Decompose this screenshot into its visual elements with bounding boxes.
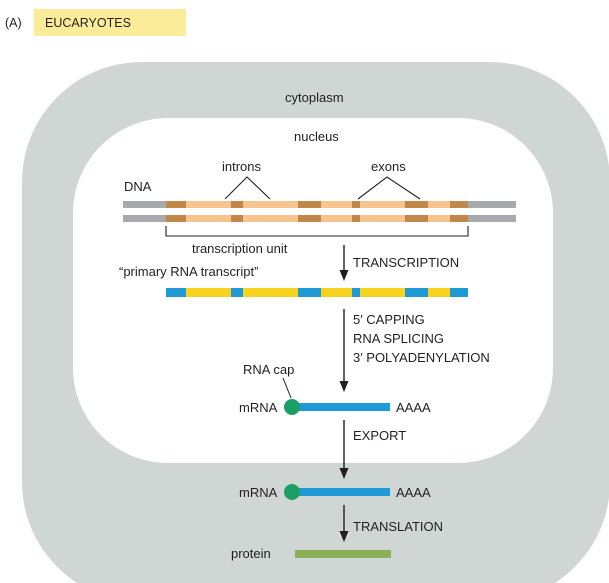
dna-exon: [405, 201, 428, 208]
primary-rna-transcript: [166, 288, 468, 297]
dna-intron: [360, 215, 405, 222]
dna-intron: [321, 201, 352, 208]
polyadenylation-step-label: 3′ POLYADENYLATION: [353, 350, 490, 365]
splicing-step-label: RNA SPLICING: [353, 331, 444, 346]
translation-step-label: TRANSLATION: [353, 519, 443, 534]
export-arrowhead: [339, 468, 349, 479]
dna-label: DNA: [124, 179, 152, 194]
dna-strand-bottom: [123, 215, 516, 222]
dna-intron: [186, 215, 231, 222]
rna-cap: [284, 399, 300, 415]
dna-exon: [352, 201, 360, 208]
rna-exon-segment: [166, 288, 186, 297]
processing-arrowhead: [339, 381, 349, 392]
rna-cap-label: RNA cap: [243, 362, 294, 377]
panel-title: EUCARYOTES: [45, 16, 131, 30]
nuclear-mrna-strand: [298, 403, 390, 411]
nuclear-polya-tail: AAAA: [396, 400, 431, 415]
rna-exon-segment: [405, 288, 428, 297]
nuclear-mrna-label: mRNA: [239, 400, 278, 415]
dna-intron: [243, 215, 298, 222]
dna-exon: [450, 201, 468, 208]
rna-intron-segment: [428, 288, 450, 297]
rna-intron-segment: [243, 288, 298, 297]
cytoplasmic-mrna-strand: [298, 488, 390, 496]
dna-intron: [428, 201, 450, 208]
dna-exon: [166, 215, 186, 222]
dna-flank-left: [123, 215, 166, 222]
dna-intron: [186, 201, 231, 208]
panel-header: (A) EUCARYOTES: [5, 9, 186, 36]
dna-intron: [243, 201, 298, 208]
dna-exon: [405, 215, 428, 222]
dna-exon: [352, 215, 360, 222]
panel-title-box: [34, 9, 186, 36]
rna-exon-segment: [352, 288, 360, 297]
introns-label: introns: [222, 159, 262, 174]
protein-label: protein: [231, 546, 271, 561]
primary-transcript-label: “primary RNA transcript”: [119, 264, 258, 279]
transcription-arrowhead: [339, 270, 349, 281]
cytoplasmic-polya-tail: AAAA: [396, 485, 431, 500]
capping-step-label: 5′ CAPPING: [353, 312, 425, 327]
rna-intron-segment: [186, 288, 231, 297]
transcription-unit-bracket: [165, 226, 469, 237]
mrna-cap: [284, 484, 300, 500]
dna-exon: [231, 201, 243, 208]
transcription-unit-label: transcription unit: [192, 241, 288, 256]
dna-exon: [450, 215, 468, 222]
translation-arrowhead: [339, 531, 349, 542]
introns-pointer: [224, 176, 271, 200]
rna-exon-segment: [231, 288, 243, 297]
rna-cap-pointer: [282, 377, 292, 399]
dna-exon: [298, 201, 321, 208]
export-step-label: EXPORT: [353, 428, 406, 443]
cytoplasmic-mrna-label: mRNA: [239, 485, 278, 500]
exons-pointer: [357, 176, 421, 200]
dna-intron: [428, 215, 450, 222]
dna-exon: [298, 215, 321, 222]
rna-exon-segment: [450, 288, 468, 297]
dna-exon: [231, 215, 243, 222]
rna-intron-segment: [360, 288, 405, 297]
dna-double-helix: [123, 201, 516, 222]
rna-exon-segment: [298, 288, 321, 297]
dna-strand-top: [123, 201, 516, 208]
cytoplasm-label: cytoplasm: [285, 90, 344, 105]
dna-exon: [166, 201, 186, 208]
dna-flank-left: [123, 201, 166, 208]
dna-intron: [360, 201, 405, 208]
panel-letter: (A): [5, 16, 22, 30]
protein-product: [295, 550, 391, 558]
transcription-step-label: TRANSCRIPTION: [353, 255, 459, 270]
exons-label: exons: [371, 159, 406, 174]
dna-intron: [321, 215, 352, 222]
nucleus-label: nucleus: [294, 129, 339, 144]
rna-intron-segment: [321, 288, 352, 297]
dna-flank-right: [468, 215, 516, 222]
dna-flank-right: [468, 201, 516, 208]
